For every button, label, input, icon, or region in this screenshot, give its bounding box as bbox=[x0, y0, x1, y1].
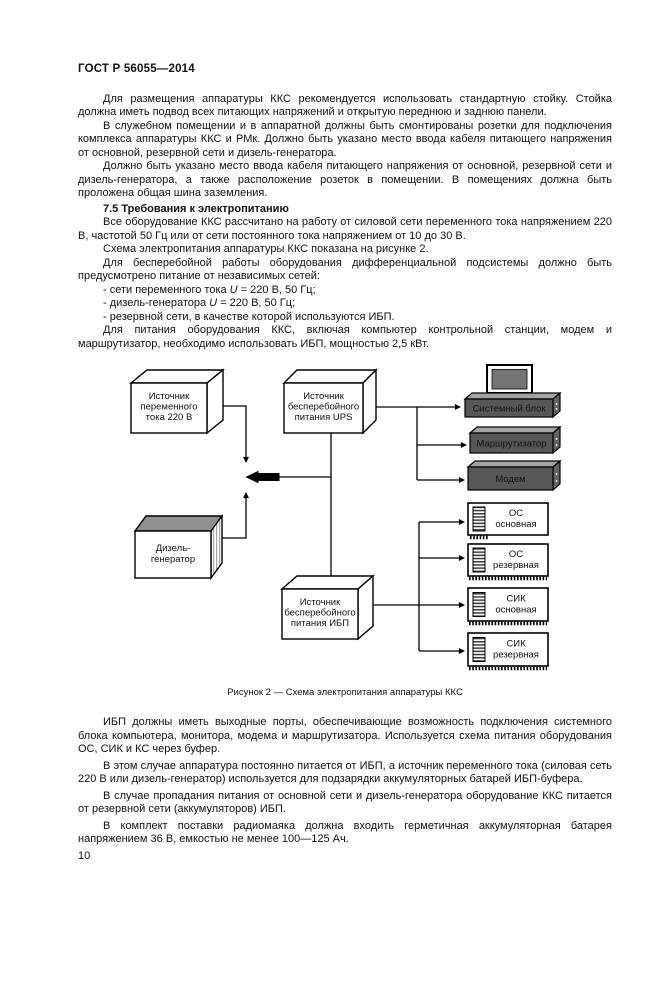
router-label: Маршрутизатор bbox=[476, 439, 546, 450]
diesel-label: генератор bbox=[151, 554, 195, 565]
list-item-var: U bbox=[209, 297, 218, 309]
line-diesel-to-junction bbox=[216, 492, 249, 539]
ac-source-label: тока 220 В bbox=[146, 412, 193, 423]
ups-label: бесперебойного bbox=[288, 402, 359, 413]
sik-main-label: основная bbox=[495, 605, 536, 616]
heatsink-icon bbox=[472, 637, 486, 662]
ac-source-label: переменного bbox=[140, 402, 197, 413]
page-number: 10 bbox=[78, 849, 91, 862]
system-unit-box bbox=[463, 391, 562, 419]
system-unit-label: Системный блок bbox=[472, 404, 546, 415]
os-main-label: ОС bbox=[509, 508, 523, 519]
connector-lines bbox=[207, 404, 467, 654]
list-item-text: = 220 В, 50 Гц; bbox=[237, 283, 316, 296]
diesel-generator-box bbox=[133, 513, 224, 581]
modem-box bbox=[466, 459, 562, 492]
list-item-text: = 220 В, 50 Гц; bbox=[217, 297, 296, 309]
sik-reserve-label: СИК bbox=[506, 639, 526, 650]
ibp-label: питания ИБП bbox=[291, 618, 349, 629]
figure-2: Источник переменного тока 220 В Источник… bbox=[0, 353, 661, 699]
figure-caption: Рисунок 2 — Схема электропитания аппарат… bbox=[227, 687, 463, 698]
os-main-box bbox=[467, 502, 549, 540]
sik-main-box bbox=[467, 587, 549, 626]
router-box bbox=[468, 425, 562, 455]
document-header: ГОСТ Р 56055—2014 bbox=[78, 63, 195, 75]
list-item-reserve: - резервной сети, в качестве которой исп… bbox=[78, 311, 612, 325]
list-item-var: U bbox=[229, 283, 238, 296]
diesel-label: Дизель- bbox=[156, 543, 191, 554]
paragraph-scheme-ref: Схема электропитания аппаратуры ККС пока… bbox=[103, 243, 429, 255]
paragraph-power: Все оборудование ККС рассчитано на работ… bbox=[78, 216, 612, 242]
paragraph-ibp-ports: ИБП должны иметь выходные порты, обеспеч… bbox=[78, 716, 612, 755]
paragraph-sockets: В служебном помещении и в аппаратной дол… bbox=[78, 119, 612, 159]
document-page: ГОСТ Р 56055—2014 Для размещения аппарат… bbox=[0, 63, 661, 863]
modem-label: Модем bbox=[495, 474, 525, 485]
ups-label: питания UPS bbox=[295, 412, 353, 423]
paragraph-buffer: В этом случае аппаратура постоянно питае… bbox=[78, 759, 612, 786]
os-reserve-label: ОС bbox=[509, 549, 523, 560]
changeover-arrow-icon bbox=[245, 470, 280, 484]
sik-reserve-box bbox=[467, 632, 549, 671]
ac-source-label: Источник bbox=[149, 391, 190, 402]
heatsink-icon bbox=[472, 547, 486, 573]
section-heading-7-5: 7.5 Требования к электропитанию bbox=[103, 202, 289, 215]
ups-label: Источник bbox=[303, 391, 344, 402]
paragraph-rack: Для размещения аппаратуры ККС рекомендуе… bbox=[78, 92, 612, 119]
ac-source-box bbox=[129, 368, 225, 435]
list-item-text: - сети переменного тока bbox=[103, 283, 230, 296]
heatsink-icon bbox=[472, 506, 486, 532]
os-reserve-label: резервная bbox=[493, 560, 539, 571]
os-reserve-box bbox=[467, 543, 549, 581]
heatsink-icon bbox=[472, 592, 486, 617]
paragraph-cable-entry: Должно быть указано место ввода кабеля п… bbox=[78, 160, 612, 199]
paragraph-ups-power: Для питания оборудования ККС, включая ко… bbox=[78, 324, 612, 350]
monitor-icon bbox=[486, 364, 533, 394]
ibp-label: Источник bbox=[300, 597, 341, 608]
list-item-text: - резервной сети, в качестве которой исп… bbox=[103, 310, 395, 323]
list-item-text: - дизель-генератора bbox=[103, 297, 210, 309]
paragraph-independent-nets: Для бесперебойной работы оборудования ди… bbox=[78, 256, 612, 283]
sik-main-label: СИК bbox=[506, 594, 526, 605]
ups-box bbox=[282, 368, 378, 435]
os-main-label: основная bbox=[495, 519, 536, 530]
paragraph-battery: В комплект поставки радиомаяка должна вх… bbox=[78, 819, 612, 846]
ibp-label: бесперебойного bbox=[284, 608, 355, 619]
list-item-diesel: - дизель-генератора U = 220 В, 50 Гц; bbox=[78, 297, 612, 311]
figure-2-diagram: Источник переменного тока 220 В Источник… bbox=[129, 364, 562, 698]
ibp-box bbox=[280, 574, 375, 641]
list-item-ac-net: - сети переменного тока U = 220 В, 50 Гц… bbox=[78, 284, 612, 298]
paragraph-power-loss: В случае пропадания питания от основной … bbox=[78, 789, 612, 816]
sik-reserve-label: резервная bbox=[493, 650, 539, 661]
